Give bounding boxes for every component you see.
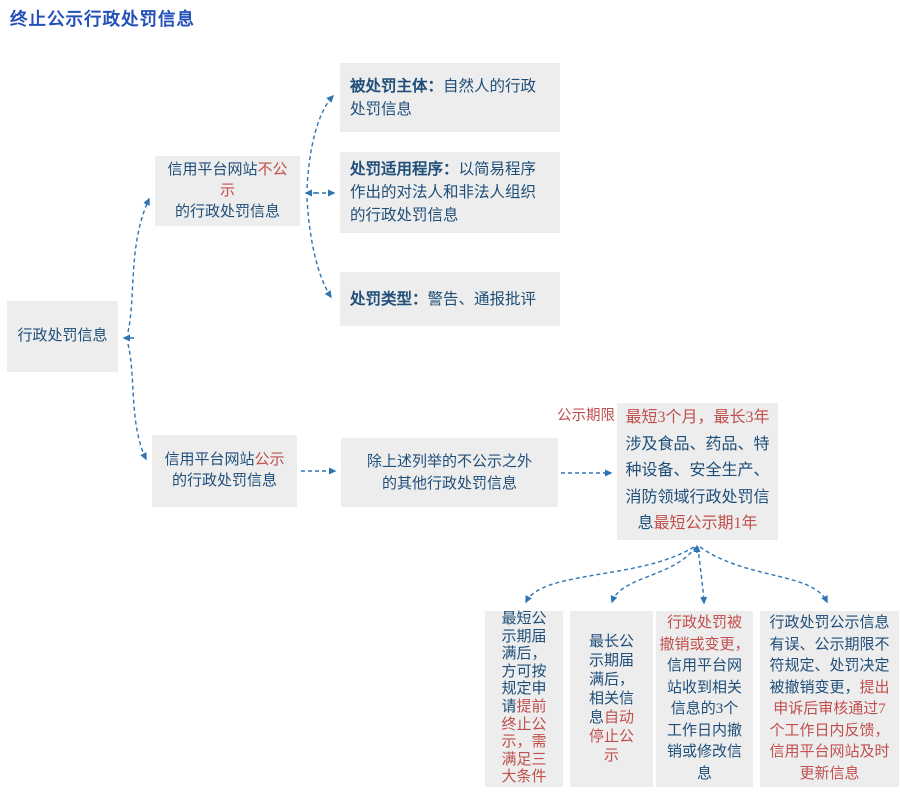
node-revoked-or-changed-label: 行政处罚被 撤销或变更， 信用平台网 站收到相关 信息的3个 工作日内撤 销或修… <box>659 615 750 782</box>
node-applicable-procedure: 处罚适用程序：以简易程序作出的对法人和非法人组织的行政处罚信息 <box>340 152 560 233</box>
node-not-publicized: 信用平台网站不公示 的行政处罚信息 <box>155 156 300 226</box>
arrow-to-child-early <box>525 546 695 604</box>
node-appeal-correction-label: 行政处罚公示信息 有误、公示期限不 符规定、处罚决定 被撤销变更，提出 申诉后审… <box>769 615 890 782</box>
node-appeal-correction: 行政处罚公示信息 有误、公示期限不 符规定、处罚决定 被撤销变更，提出 申诉后审… <box>760 611 899 787</box>
node-penalty-info: 行政处罚信息 <box>7 301 118 372</box>
arrow-topfan-to-subject <box>306 94 335 189</box>
node-auto-stop-label: 最长公 示期届 满后， 相关信 息自动 停止公 示 <box>588 633 635 764</box>
publicity-period-label: 公示期限 <box>557 408 615 424</box>
node-penalty-type: 处罚类型：警告、通报批评 <box>340 272 560 326</box>
node-other-penalty-info-label: 除上述列举的不公示之外 的其他行政处罚信息 <box>366 453 532 492</box>
node-publicized-label: 信用平台网站公示 的行政处罚信息 <box>164 452 285 489</box>
node-early-termination: 最短公 示期届 满后， 方可按 规定申 请提前 终止公 示，需 满足三 大条件 <box>485 611 563 787</box>
node-not-publicized-label: 信用平台网站不公示 的行政处罚信息 <box>167 161 288 220</box>
arrow-root-to-bottom <box>127 343 147 461</box>
page-title: 终止公示行政处罚信息 <box>10 9 195 29</box>
arrow-to-child-appeal <box>699 546 828 604</box>
node-penalized-subject-label: 被处罚主体：自然人的行政处罚信息 <box>350 77 537 118</box>
node-publicity-period: 最短3个月，最长3年 涉及食品、药品、特 种设备、安全生产、 消防领域行政处罚信… <box>617 403 778 540</box>
arrow-to-child-auto <box>610 546 697 604</box>
arrow-topfan-to-type <box>306 197 332 299</box>
arrow-to-child-revoke <box>697 546 708 605</box>
arrow-root-to-top <box>127 197 150 333</box>
node-early-termination-label: 最短公 示期届 满后， 方可按 规定申 请提前 终止公 示，需 满足三 大条件 <box>501 611 547 786</box>
node-applicable-procedure-label: 处罚适用程序：以简易程序作出的对法人和非法人组织的行政处罚信息 <box>350 161 537 224</box>
node-auto-stop: 最长公 示期届 满后， 相关信 息自动 停止公 示 <box>570 611 653 787</box>
node-penalty-type-label: 处罚类型：警告、通报批评 <box>350 290 537 308</box>
node-publicized: 信用平台网站公示 的行政处罚信息 <box>152 435 297 507</box>
node-penalized-subject: 被处罚主体：自然人的行政处罚信息 <box>340 63 560 132</box>
node-penalty-info-label: 行政处罚信息 <box>17 328 108 344</box>
node-publicity-period-label: 最短3个月，最长3年 涉及食品、药品、特 种设备、安全生产、 消防领域行政处罚信… <box>625 409 770 533</box>
node-revoked-or-changed: 行政处罚被 撤销或变更， 信用平台网 站收到相关 信息的3个 工作日内撤 销或修… <box>656 611 753 787</box>
node-other-penalty-info: 除上述列举的不公示之外 的其他行政处罚信息 <box>341 438 558 507</box>
